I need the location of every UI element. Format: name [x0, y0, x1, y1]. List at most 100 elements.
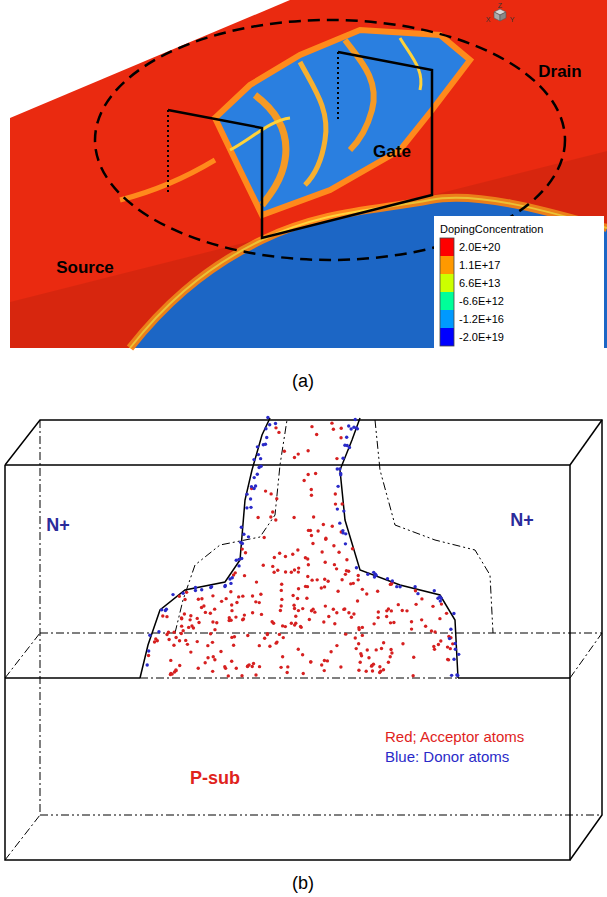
acceptor-atom — [282, 636, 285, 639]
acceptor-atom — [446, 645, 449, 648]
acceptor-atom — [272, 570, 275, 573]
colorbar-tick-label: -2.0E+19 — [459, 331, 504, 344]
donor-atom — [237, 564, 240, 567]
acceptor-atom — [212, 655, 215, 658]
donor-atom — [398, 585, 401, 588]
acceptor-atom — [196, 617, 199, 620]
axis-triad — [494, 9, 506, 21]
colorbar-tick-label: -1.2E+16 — [459, 313, 504, 326]
acceptor-atom — [351, 547, 354, 550]
acceptor-atom — [323, 585, 326, 588]
acceptor-atom — [280, 583, 283, 586]
acceptor-atom — [186, 643, 189, 646]
donor-atom — [274, 422, 277, 425]
colorbar-tick-label: 2.0E+20 — [459, 241, 500, 254]
acceptor-atom — [147, 654, 150, 657]
donor-atom — [264, 427, 267, 430]
acceptor-atom — [279, 604, 282, 607]
acceptor-atom — [292, 516, 295, 519]
donor-atom — [450, 674, 453, 677]
acceptor-atom — [174, 668, 177, 671]
donor-atom — [344, 542, 347, 545]
acceptor-atom — [183, 598, 186, 601]
acceptor-atom — [324, 537, 327, 540]
acceptor-atom — [355, 647, 358, 650]
acceptor-atom — [187, 626, 190, 629]
acceptor-atom — [316, 529, 319, 532]
acceptor-atom — [344, 573, 347, 576]
label-anchor: (a) — [292, 371, 314, 392]
acceptor-atom — [274, 518, 277, 521]
colorbar-tick-label: -6.6E+12 — [459, 295, 504, 308]
device-slab — [10, 0, 607, 348]
acceptor-atom — [181, 629, 184, 632]
acceptor-atom — [235, 667, 238, 670]
acceptor-atom — [326, 659, 329, 662]
acceptor-atom — [268, 645, 271, 648]
acceptor-atom — [390, 609, 393, 612]
label-anchor: Y — [510, 16, 515, 24]
colorbar-panel — [434, 216, 604, 348]
donor-atom — [339, 472, 342, 475]
donor-atom — [200, 588, 203, 591]
acceptor-atom — [301, 653, 304, 656]
acceptor-atom — [293, 607, 296, 610]
acceptor-atom — [322, 523, 325, 526]
acceptor-atom — [204, 611, 207, 614]
acceptor-atom — [234, 571, 237, 574]
donor-atom — [223, 585, 226, 588]
atomistic-view — [5, 416, 602, 860]
acceptor-atom — [320, 586, 323, 589]
donor-atom — [264, 443, 267, 446]
colorbar-tick-label: 1.1E+17 — [459, 259, 500, 272]
donor-atom — [448, 637, 451, 640]
acceptor-atom — [266, 632, 269, 635]
acceptor-atom — [296, 548, 299, 551]
hidden-edge — [40, 420, 41, 815]
acceptor-atom — [324, 560, 327, 563]
channel-back-profile — [175, 420, 287, 633]
acceptor-atom — [387, 607, 390, 610]
donor-atom — [355, 566, 358, 569]
acceptor-atom — [275, 497, 278, 500]
region-label: Drain — [538, 62, 581, 82]
acceptor-atom — [224, 667, 227, 670]
label-anchor: P-sub — [190, 768, 240, 789]
acceptor-atom — [263, 637, 266, 640]
acceptor-atom — [339, 436, 342, 439]
acceptor-atom — [310, 534, 313, 537]
donor-atom — [249, 506, 252, 509]
donor-atom — [355, 426, 358, 429]
acceptor-atom — [259, 593, 262, 596]
acceptor-atom — [361, 588, 364, 591]
acceptor-atom — [315, 578, 318, 581]
acceptor-atom — [329, 650, 332, 653]
donor-atom — [439, 597, 442, 600]
acceptor-atom — [271, 510, 274, 513]
acceptor-atom — [411, 674, 414, 677]
acceptor-atom — [438, 617, 441, 620]
acceptor-atom — [246, 664, 249, 667]
acceptor-atom — [241, 618, 244, 621]
acceptor-atom — [376, 616, 379, 619]
acceptor-atom — [251, 665, 254, 668]
donor-atom — [165, 608, 168, 611]
acceptor-atom — [336, 590, 339, 593]
acceptor-atom — [197, 598, 200, 601]
donor-atom — [454, 648, 457, 651]
acceptor-atom — [279, 609, 282, 612]
donor-atom — [336, 507, 339, 510]
acceptor-atom — [197, 621, 200, 624]
acceptor-atom — [387, 661, 390, 664]
donor-atom — [344, 532, 347, 535]
acceptor-atom — [379, 669, 382, 672]
acceptor-atom — [178, 595, 181, 598]
acceptor-atom — [357, 628, 360, 631]
mid-plane-side — [570, 633, 602, 678]
region-label: P-sub — [190, 768, 240, 789]
acceptor-atom — [232, 644, 235, 647]
triad-cube — [500, 12, 506, 21]
triad-cube — [494, 12, 500, 21]
donor-atom — [240, 557, 243, 560]
